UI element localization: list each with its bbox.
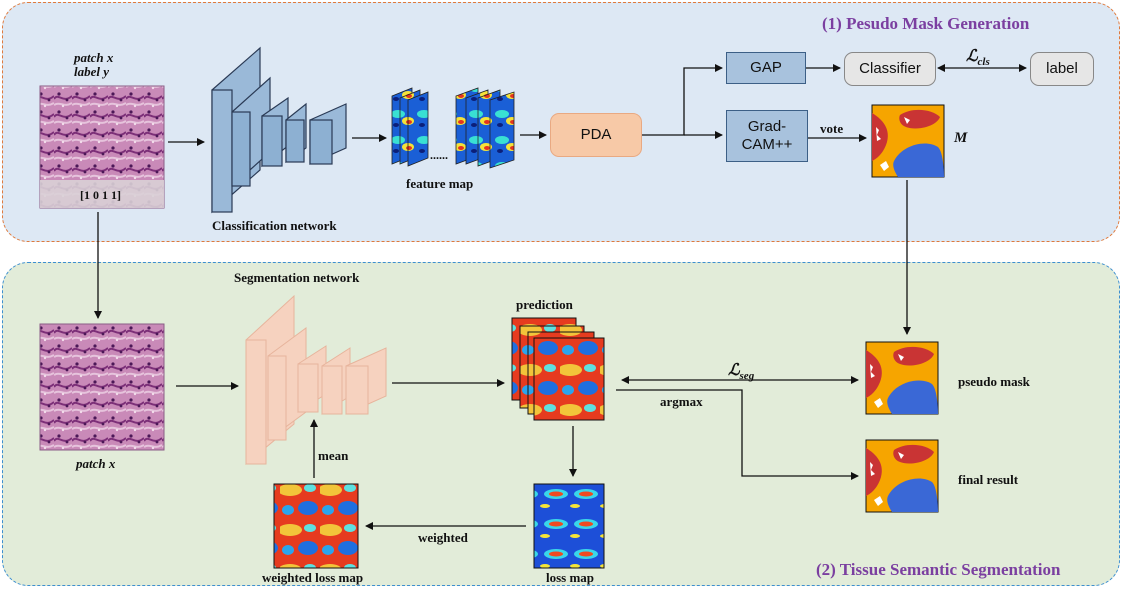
classification-network-label: Classification network (212, 218, 337, 233)
argmax-label: argmax (660, 394, 703, 409)
loss-seg-label: ℒseg (728, 360, 754, 382)
gap-box: GAP (726, 52, 806, 84)
pseudo-mask-m-icon (871, 104, 945, 178)
mean-label: mean (318, 448, 349, 463)
arrows (94, 64, 1027, 530)
patch-x-bottom-label: patch x (76, 456, 116, 471)
prediction-label: prediction (516, 297, 573, 312)
input-patch-top-image (39, 85, 165, 209)
vote-label: vote (820, 121, 844, 136)
prediction-stack (511, 317, 605, 421)
weighted-loss-map-label: weighted loss map (262, 570, 364, 585)
segmentation-network-label: Segmentation network (234, 270, 360, 285)
patch-x-top-label: patch x (74, 50, 114, 65)
weighted-loss-map-icon (273, 483, 359, 569)
gradcam-line2: CAM++ (741, 136, 793, 153)
pseudo-mask-label: pseudo mask (958, 374, 1030, 389)
pda-box: PDA (550, 113, 642, 157)
label-box: label (1030, 52, 1094, 86)
label-band (40, 180, 164, 208)
label-y-label: label y (74, 64, 110, 79)
loss-map-label: loss map (546, 570, 595, 585)
top-panel-title: (1) Pesudo Mask Generation (822, 14, 1030, 33)
loss-cls-symbol: ℒ (966, 48, 978, 65)
segmentation-network-icon (245, 294, 387, 466)
gradcam-box: Grad- CAM++ (726, 110, 808, 162)
loss-seg-subscript: seg (739, 370, 755, 383)
input-patch-bottom-image (39, 323, 165, 451)
pseudo-mask-icon (865, 341, 939, 415)
final-result-label: final result (958, 472, 1019, 487)
m-label: M (954, 130, 968, 146)
classifier-box: Classifier (844, 52, 936, 86)
final-result-icon (865, 439, 939, 513)
loss-cls-subscript: cls (977, 56, 990, 69)
loss-cls-label: ℒcls (966, 46, 990, 68)
loss-seg-symbol: ℒ (728, 362, 740, 379)
feature-map-label: feature map (406, 176, 474, 191)
bottom-panel-title: (2) Tissue Semantic Segmentation (816, 560, 1061, 579)
label-vector: [1 0 1 1] (80, 188, 121, 202)
gradcam-line1: Grad- (747, 118, 787, 135)
weighted-label: weighted (418, 530, 468, 545)
loss-map-icon (533, 483, 605, 569)
classification-network-icon (211, 46, 347, 214)
feature-map-stack (391, 87, 515, 169)
feature-dots: ...... (430, 148, 448, 162)
